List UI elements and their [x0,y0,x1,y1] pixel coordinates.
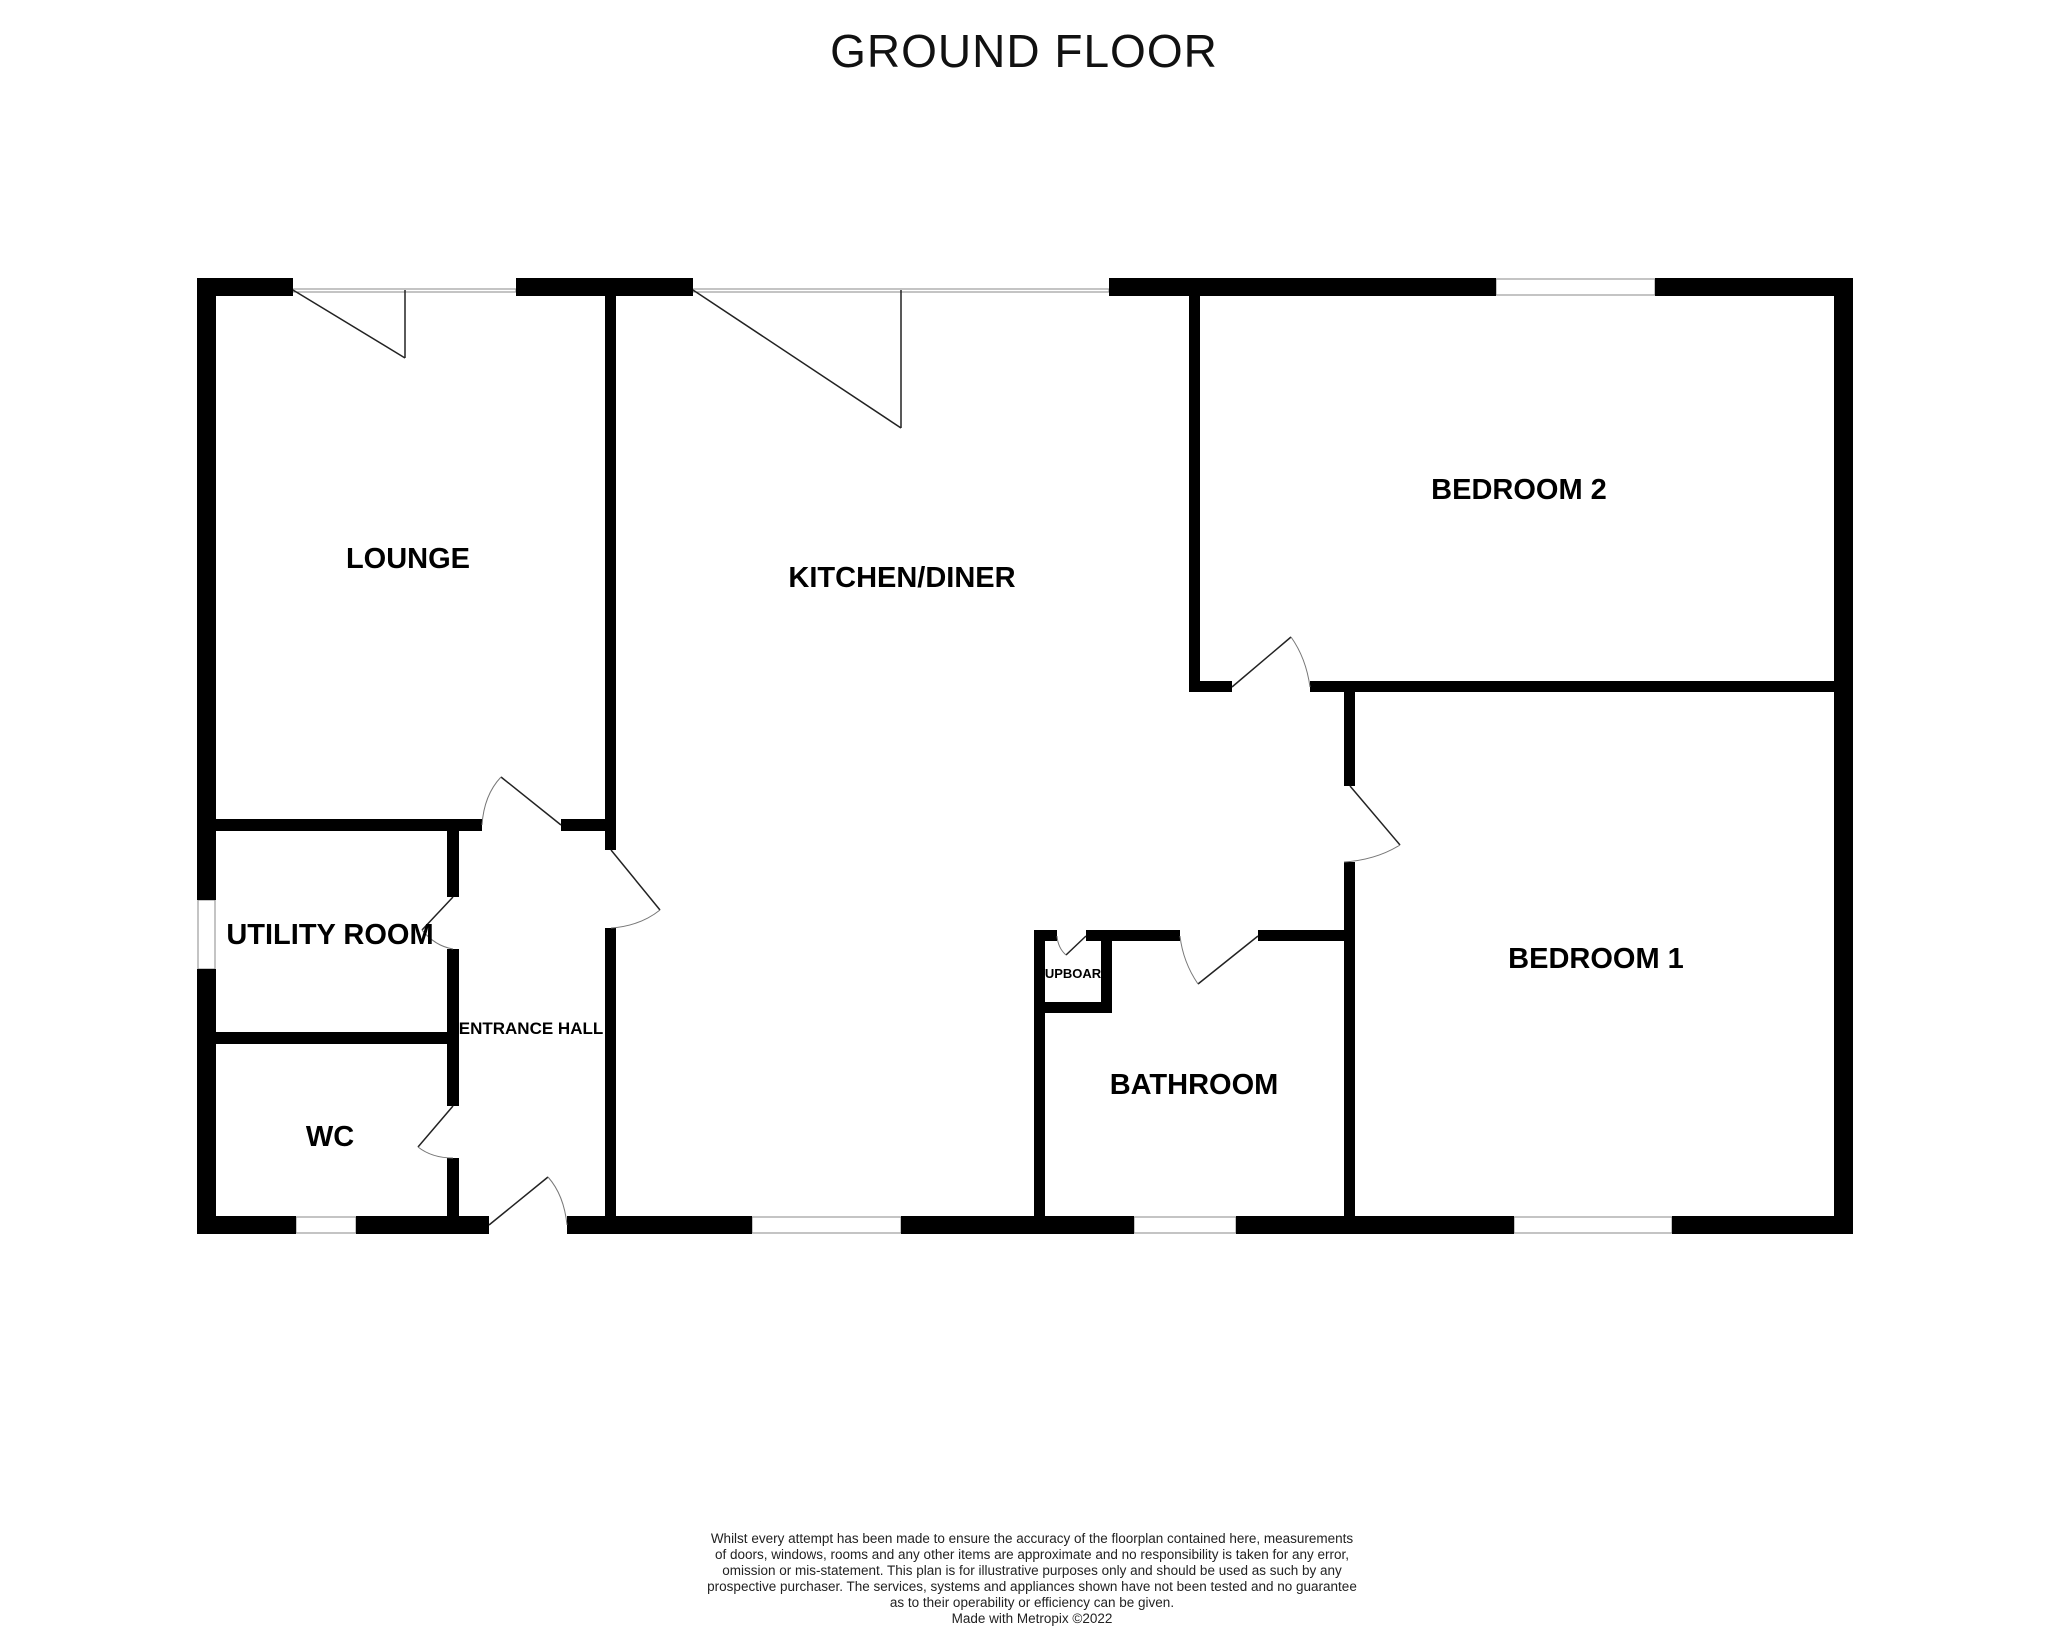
bathroom-window [1133,1216,1237,1234]
wall-outer-left-lower [197,969,216,1234]
utility-window [197,899,216,970]
wc-door [417,1105,454,1159]
wall-lounge-kitchen-upper [605,290,616,850]
kitchen-hall-door [610,849,661,929]
disclaimer-line: Whilst every attempt has been made to en… [710,1531,1354,1546]
bedroom1-window [1513,1216,1673,1234]
wall-utility-wc [210,1032,453,1044]
wall-bottom-5 [1236,1216,1514,1234]
wall-bathroom-top-3 [1258,930,1349,941]
cupboard-door [1056,935,1087,956]
wall-hall-west-3 [447,1158,459,1224]
entrance-door [488,1176,568,1226]
wall-bathroom-west [1034,930,1045,1230]
disclaimer-line: of doors, windows, rooms and any other i… [714,1547,1350,1562]
bedroom1-door [1343,785,1401,863]
wall-bottom-3 [567,1216,752,1234]
room-label-bathroom: BATHROOM [1110,1069,1279,1101]
room-label-bedroom-1: BEDROOM 1 [1508,943,1684,975]
wall-outer-left-upper [197,278,216,900]
room-label-wc: WC [306,1121,354,1153]
wall-bottom-2 [356,1216,489,1234]
wall-bottom-1 [197,1216,296,1234]
disclaimer-line: prospective purchaser. The services, sys… [707,1579,1357,1594]
wall-lounge-bottom-2 [561,819,611,831]
room-label-kitchen-diner: KITCHEN/DINER [788,562,1015,594]
room-label-cupboard: UPBOAR [1045,966,1102,981]
wall-bathroom-top-1 [1034,930,1057,941]
room-label-lounge: LOUNGE [346,543,470,575]
disclaimer-line: omission or mis-statement. This plan is … [722,1563,1342,1578]
wall-bedroom2-bottom-1 [1189,681,1232,692]
wall-bedroom1-west-2 [1344,862,1355,1222]
wall-top-4 [1655,278,1853,296]
windows [197,278,1673,1234]
bedroom2-window [1495,278,1656,296]
kitchen-window-bottom [751,1216,902,1234]
wall-bottom-4 [901,1216,1134,1234]
wall-lounge-bottom-1 [210,819,482,831]
room-label-entrance-hall: ENTRANCE HALL [459,1019,604,1038]
room-label-bedroom-2: BEDROOM 2 [1431,474,1607,506]
wall-bedroom2-bottom-2 [1310,681,1840,692]
walls [197,278,1853,1234]
kitchen-patio-door [692,289,902,429]
room-label-utility-room: UTILITY ROOM [226,919,433,951]
utility-door [421,896,454,950]
wall-outer-right [1834,278,1853,1234]
wall-hall-kitchen-lower [605,928,616,1228]
wc-window [295,1216,357,1234]
disclaimer-line: as to their operability or efficiency ca… [889,1595,1175,1610]
wall-bedroom2-west [1189,290,1200,692]
wall-bottom-6 [1672,1216,1853,1234]
wall-cupboard-east [1101,930,1112,1013]
wall-cupboard-bottom [1034,1002,1112,1013]
doors [292,289,1401,1226]
bathroom-door [1179,935,1259,985]
lounge-patio-door [292,289,406,359]
wall-top-1 [197,278,293,296]
wall-top-3 [1109,278,1496,296]
wall-hall-west-2 [447,949,459,1106]
wall-bathroom-top-2 [1086,930,1180,941]
wall-top-2 [516,278,693,296]
disclaimer: Whilst every attempt has been made to en… [624,1531,1440,1627]
lounge-door [481,776,562,826]
wall-bedroom1-west-1 [1344,686,1355,786]
wall-hall-west-1 [447,829,459,897]
bedroom2-door [1231,636,1311,688]
credit: Made with Metropix ©2022 [951,1611,1113,1626]
floor-title: GROUND FLOOR [830,25,1218,77]
